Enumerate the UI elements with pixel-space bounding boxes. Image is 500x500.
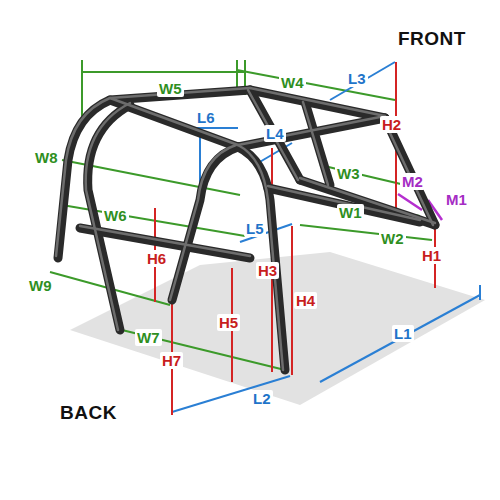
- height-dimension: H6: [145, 250, 168, 267]
- length-dimension: L5: [244, 220, 266, 237]
- cage-tubes-highlight-part: [86, 103, 130, 330]
- height-dimension: H5: [217, 314, 240, 331]
- width-dimension: W4: [279, 74, 306, 91]
- green-width-dimensions-part: [300, 225, 432, 240]
- height-dimension: H2: [380, 116, 403, 133]
- width-dimension: W6: [102, 207, 129, 224]
- width-dimension: W9: [27, 277, 54, 294]
- cage-tubes-highlight-part: [250, 88, 385, 116]
- blue-length-dimensions: [172, 62, 480, 412]
- width-dimension: W5: [157, 80, 184, 97]
- width-dimension: W8: [33, 149, 60, 166]
- red-height-dimensions-part: [291, 226, 293, 375]
- mount-dimension: M2: [400, 173, 425, 190]
- blue-length-dimensions-part: [320, 295, 480, 382]
- width-dimension: W3: [335, 165, 362, 182]
- green-width-dimensions-part: [122, 330, 285, 370]
- length-dimension: L6: [195, 109, 217, 126]
- height-dimension: H1: [420, 247, 443, 264]
- cage-tubes-highlight-part: [303, 102, 328, 185]
- height-dimension: H7: [160, 352, 183, 369]
- direction-label: FRONT: [398, 29, 466, 48]
- cage-tubes-highlight-part: [238, 145, 283, 370]
- height-dimension: H4: [294, 292, 317, 309]
- cage-tubes-dark: [58, 90, 435, 370]
- red-height-dimensions: [155, 62, 435, 415]
- blue-length-dimensions-part: [479, 285, 481, 300]
- width-dimension: W7: [135, 329, 162, 346]
- blue-length-dimensions-part: [195, 127, 238, 129]
- cage-tubes-dark-part: [172, 147, 238, 300]
- mount-dimension: M1: [444, 191, 469, 208]
- length-dimension: L1: [392, 325, 414, 342]
- length-dimension: L4: [264, 125, 286, 142]
- cage-tubes-dark-part: [305, 102, 330, 185]
- height-dimension: H3: [256, 262, 279, 279]
- direction-label: BACK: [60, 403, 117, 422]
- cage-tubes-dark-part: [250, 90, 385, 118]
- green-width-dimensions-part: [82, 71, 245, 73]
- green-width-dimensions: [50, 60, 432, 370]
- blue-length-dimensions-part: [330, 62, 395, 100]
- length-dimension: L3: [346, 70, 368, 87]
- length-dimension: L2: [251, 390, 273, 407]
- width-dimension: W2: [379, 230, 406, 247]
- cage-tubes-highlight: [56, 88, 435, 370]
- width-dimension: W1: [337, 204, 364, 221]
- cage-tubes-highlight-part: [248, 90, 298, 180]
- cage-tubes-highlight-part: [268, 186, 420, 220]
- cage-tubes-highlight-part: [56, 98, 238, 256]
- cage-tubes-highlight-part: [170, 145, 236, 300]
